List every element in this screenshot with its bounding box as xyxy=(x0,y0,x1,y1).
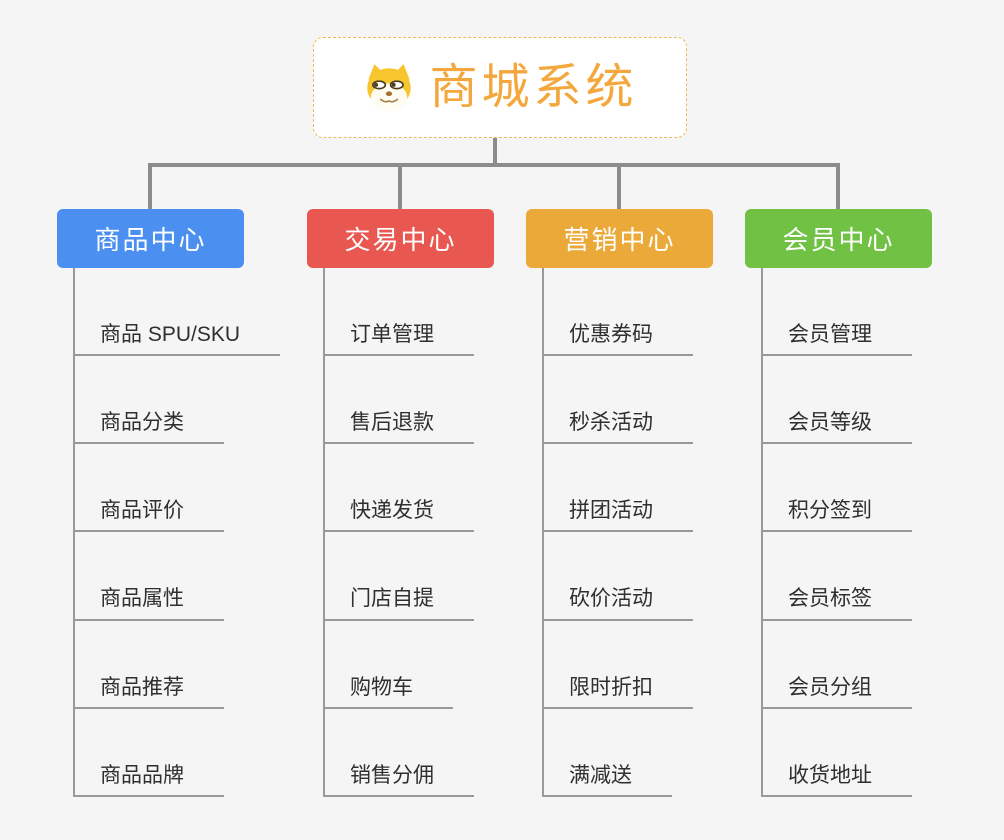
leaf-node[interactable]: 商品分类 xyxy=(73,410,224,445)
branch-node-trade[interactable]: 交易中心 xyxy=(307,209,494,268)
leaf-node[interactable]: 会员管理 xyxy=(761,322,912,357)
connector-root-stub xyxy=(493,138,497,167)
leaf-node[interactable]: 会员等级 xyxy=(761,410,912,445)
branch-vline xyxy=(761,268,763,797)
leaf-node[interactable]: 售后退款 xyxy=(323,410,474,445)
branch-children: 优惠券码 秒杀活动 拼团活动 砍价活动 限时折扣 满减送 xyxy=(542,268,693,797)
root-node[interactable]: 商城系统 xyxy=(313,37,687,138)
branch-node-member[interactable]: 会员中心 xyxy=(745,209,932,268)
leaf-node[interactable]: 销售分佣 xyxy=(323,763,474,797)
leaf-node[interactable]: 商品属性 xyxy=(73,586,224,621)
leaf-node[interactable]: 砍价活动 xyxy=(542,586,693,621)
leaf-node[interactable]: 商品推荐 xyxy=(73,675,224,709)
branch-group-product: 商品中心 商品 SPU/SKU 商品分类 商品评价 商品属性 商品推荐 商品品牌 xyxy=(57,209,281,797)
shiba-dog-icon xyxy=(362,63,416,113)
branch-vline xyxy=(542,268,544,797)
leaf-node[interactable]: 会员标签 xyxy=(761,586,912,621)
connector-trunk xyxy=(148,163,840,167)
branch-group-trade: 交易中心 订单管理 售后退款 快递发货 门店自提 购物车 销售分佣 xyxy=(307,209,494,797)
branch-children: 订单管理 售后退款 快递发货 门店自提 购物车 销售分佣 xyxy=(323,268,474,797)
connector-drop xyxy=(398,163,402,209)
leaf-node[interactable]: 积分签到 xyxy=(761,498,912,533)
connector-drop xyxy=(836,163,840,209)
leaf-node[interactable]: 满减送 xyxy=(542,763,672,797)
leaf-node[interactable]: 快递发货 xyxy=(323,498,474,533)
leaf-node[interactable]: 购物车 xyxy=(323,675,453,709)
leaf-node[interactable]: 拼团活动 xyxy=(542,498,693,533)
leaf-node[interactable]: 收货地址 xyxy=(761,763,912,797)
leaf-node[interactable]: 商品品牌 xyxy=(73,763,224,797)
branch-group-marketing: 营销中心 优惠券码 秒杀活动 拼团活动 砍价活动 限时折扣 满减送 xyxy=(526,209,713,797)
leaf-node[interactable]: 会员分组 xyxy=(761,675,912,709)
branch-vline xyxy=(323,268,325,797)
leaf-node[interactable]: 门店自提 xyxy=(323,586,474,621)
leaf-node[interactable]: 订单管理 xyxy=(323,322,474,357)
leaf-node[interactable]: 商品评价 xyxy=(73,498,224,533)
branch-node-product[interactable]: 商品中心 xyxy=(57,209,244,268)
root-title: 商城系统 xyxy=(429,60,638,114)
connector-drop xyxy=(617,163,621,209)
branch-group-member: 会员中心 会员管理 会员等级 积分签到 会员标签 会员分组 收货地址 xyxy=(745,209,932,797)
leaf-node[interactable]: 优惠券码 xyxy=(542,322,693,357)
leaf-node[interactable]: 商品 SPU/SKU xyxy=(73,322,281,357)
branch-vline xyxy=(73,268,75,797)
connector-drop xyxy=(148,163,152,209)
branch-children: 会员管理 会员等级 积分签到 会员标签 会员分组 收货地址 xyxy=(761,268,912,797)
branch-children: 商品 SPU/SKU 商品分类 商品评价 商品属性 商品推荐 商品品牌 xyxy=(73,268,281,797)
branch-node-marketing[interactable]: 营销中心 xyxy=(526,209,713,268)
leaf-node[interactable]: 秒杀活动 xyxy=(542,410,693,445)
leaf-node[interactable]: 限时折扣 xyxy=(542,675,693,709)
